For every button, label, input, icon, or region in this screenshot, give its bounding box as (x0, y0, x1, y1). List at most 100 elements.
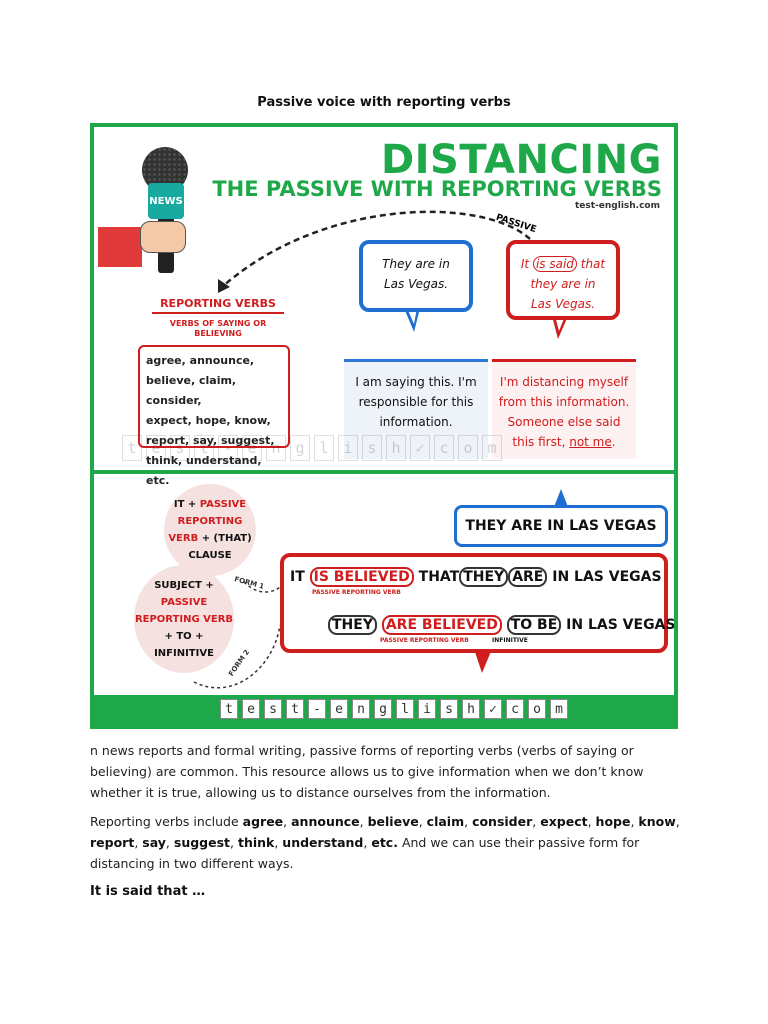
direct-statement-bubble: THEY ARE IN LAS VEGAS (454, 505, 668, 547)
wm-char: s (362, 435, 382, 461)
infographic-site-label: test-english.com (574, 201, 660, 211)
wm-char: h (386, 435, 406, 461)
verb-bold: claim (426, 814, 465, 829)
hand-icon (140, 221, 186, 253)
ex-passive-verb: ARE BELIEVED (381, 615, 502, 635)
wm-char: e (242, 435, 262, 461)
ex-word: IN LAS VEGAS (566, 617, 676, 633)
ex-subject: THEY (459, 567, 509, 587)
ex-passive-verb: IS BELIEVED (309, 567, 414, 587)
wm-char: m (550, 699, 568, 719)
wm-char: l (396, 699, 414, 719)
exp-period: . (611, 435, 616, 449)
bubble-line: Las Vegas. (383, 277, 449, 291)
c-text: INFINITIVE (154, 647, 214, 659)
ex-note-infinitive: INFINITIVE (492, 637, 528, 644)
explanation-direct: I am saying this. I'm responsible for th… (344, 359, 488, 459)
example-form2: THEY ARE BELIEVED TO BE IN LAS VEGAS (328, 615, 676, 635)
c-text: REPORTING (177, 516, 243, 527)
verb-bold: consider (472, 814, 533, 829)
wm-char: g (290, 435, 310, 461)
verb-bold: agree (242, 814, 284, 829)
verb-bold: understand (282, 835, 364, 850)
bubble-line: they are in (530, 277, 596, 291)
wm-char: m (482, 435, 502, 461)
wm-char: - (218, 435, 238, 461)
wm-char: c (506, 699, 524, 719)
c-text: + (THAT) (198, 533, 252, 544)
explanation-distanced: I'm distancing myself from this informat… (492, 359, 636, 459)
wm-char: l (314, 435, 334, 461)
wm-char: n (352, 699, 370, 719)
rv-line: report, say, suggest, (146, 434, 275, 447)
ex-word: THAT (418, 569, 460, 585)
c-text: IT + (173, 499, 200, 510)
wm-char: o (458, 435, 478, 461)
verb-bold: expect (540, 814, 588, 829)
verb-bold: etc. (371, 835, 398, 850)
ex-verb: ARE (508, 567, 548, 587)
verb-bold: announce (291, 814, 360, 829)
wm-char: s (264, 699, 282, 719)
verb-bold: suggest (173, 835, 231, 850)
c-text: PASSIVE (199, 499, 247, 510)
form1-circle: IT + PASSIVE REPORTING VERB + (THAT) CLA… (164, 484, 256, 576)
wm-char: e (146, 435, 166, 461)
c-text: VERB (168, 533, 199, 544)
ex-word: IN LAS VEGAS (552, 569, 662, 585)
mic-news-label: NEWS (148, 183, 184, 219)
exp-line: I am saying this. I'm (355, 375, 477, 389)
verb-bold: say (142, 835, 166, 850)
speech-bubble-distanced: It is said that they are in Las Vegas. (506, 240, 620, 320)
rv-line: believe, claim, consider, (146, 374, 237, 407)
exp-underlined: not me (569, 435, 612, 449)
speech-bubble-direct: They are in Las Vegas. (359, 240, 473, 312)
rv-line: think, understand, etc. (146, 454, 262, 487)
wm-char: s (170, 435, 190, 461)
wm-char: i (418, 699, 436, 719)
wm-char: e (242, 699, 260, 719)
reporting-verbs-subheading: VERBS OF SAYING OR BELIEVING (169, 319, 267, 338)
ex-note: PASSIVE REPORTING VERB (312, 589, 401, 596)
rv-line: expect, hope, know, (146, 414, 271, 427)
wm-char: g (374, 699, 392, 719)
wm-char: t (220, 699, 238, 719)
bubble-line: They are in (382, 257, 450, 271)
p2-verbs: agree, announce, believe, claim, conside… (90, 814, 680, 850)
exp-line: information. (379, 415, 453, 429)
c-text: CLAUSE (188, 550, 232, 561)
bubble-it: It (520, 257, 530, 271)
wm-char: e (330, 699, 348, 719)
intro-paragraph: n news reports and formal writing, passi… (90, 743, 644, 800)
ex-note: PASSIVE REPORTING VERB (380, 637, 469, 644)
section-heading: It is said that … (90, 884, 206, 899)
reporting-verbs-heading: REPORTING VERBS (152, 297, 284, 314)
exp-line: this first, not me. (492, 432, 636, 452)
wm-char: h (462, 699, 480, 719)
wm-char: t (194, 435, 214, 461)
bubble-that: that (580, 257, 606, 271)
ex-word: IT (290, 569, 305, 585)
sleeve-shape (98, 227, 142, 267)
verb-bold: believe (367, 814, 419, 829)
ex-subject: THEY (328, 615, 377, 635)
wm-char: t (122, 435, 142, 461)
verb-bold: think (237, 835, 275, 850)
p2-text: And we can use their passive form for di… (90, 835, 640, 871)
exp-line: I'm distancing myself (499, 375, 629, 389)
wm-char: s (440, 699, 458, 719)
exp-line: responsible for this (358, 395, 474, 409)
distancing-infographic: DISTANCING THE PASSIVE WITH REPORTING VE… (90, 123, 678, 729)
wm-char: i (338, 435, 358, 461)
c-text: PASSIVE (160, 596, 208, 608)
infographic-subtitle: THE PASSIVE WITH REPORTING VERBS (212, 177, 662, 201)
section-divider (94, 470, 674, 474)
wm-char: ✓ (484, 699, 502, 719)
reporting-verbs-paragraph: Reporting verbs include agree, announce,… (90, 811, 690, 874)
wm-char: ✓ (410, 435, 430, 461)
verb-bold: know (638, 814, 676, 829)
